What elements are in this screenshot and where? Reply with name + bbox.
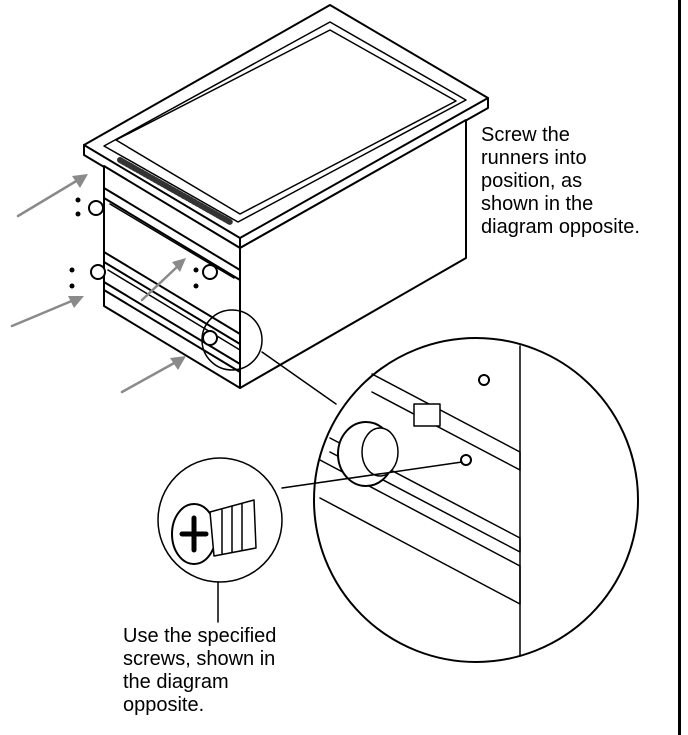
runner-bracket — [413, 403, 441, 427]
arrow-3 — [120, 360, 178, 394]
knob-lower-left — [90, 264, 106, 280]
screw-head-lower — [460, 454, 472, 466]
screw-cross — [179, 515, 209, 553]
detail-marker-circle — [201, 309, 263, 371]
leader-line-screw — [281, 461, 463, 489]
screw-head-upper — [478, 374, 490, 386]
arrow-2 — [10, 298, 76, 328]
arrow-4 — [140, 264, 180, 302]
screw-detail — [157, 457, 283, 623]
lid-top-panel — [115, 29, 457, 215]
upper-runner — [103, 187, 241, 281]
arrows — [10, 174, 186, 394]
knob-upper-left — [88, 200, 104, 216]
magnified-runner-view — [313, 337, 639, 663]
knob-lower-right — [202, 264, 218, 280]
right-border-line — [678, 0, 681, 735]
runner-instruction-text: Screw the runners into position, as show… — [481, 124, 640, 238]
drawer-unit — [69, 4, 489, 389]
lower-runner-1 — [103, 251, 241, 345]
lower-runner-2 — [103, 281, 241, 373]
arrow-1 — [16, 178, 80, 218]
leader-line-detail — [261, 351, 337, 405]
screw-dots — [69, 197, 199, 289]
screw-instruction-text: Use the specified screws, shown in the d… — [123, 625, 277, 716]
vent-grille — [117, 157, 233, 225]
knob-bottom — [202, 330, 218, 346]
